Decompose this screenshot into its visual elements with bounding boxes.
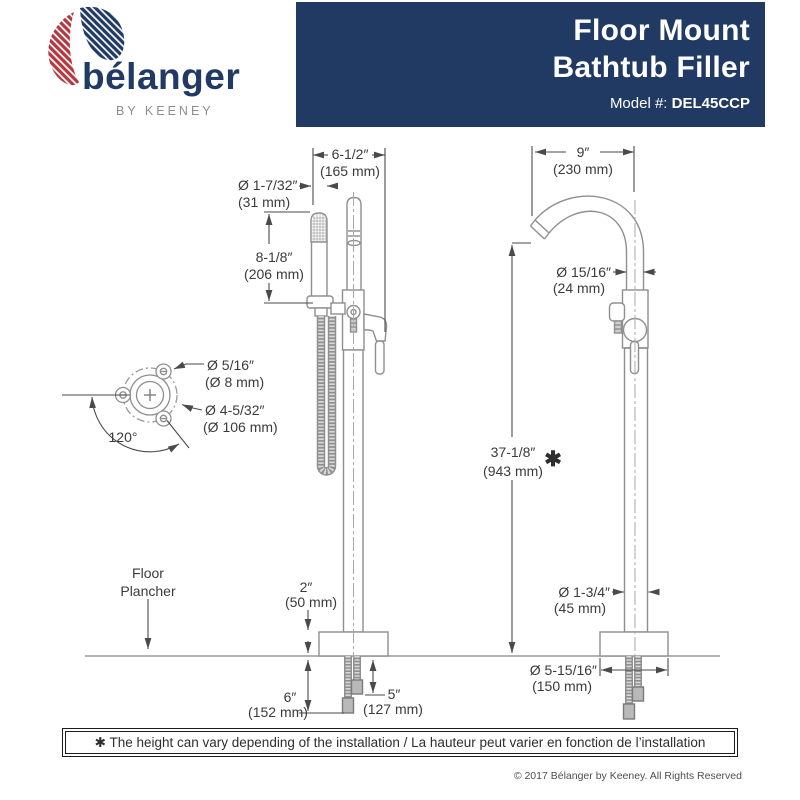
dim-overall-height-in: 37-1/8″ <box>491 444 536 460</box>
angle-dimension <box>62 361 204 453</box>
dim-flange-diameter-mm: (Ø 106 mm) <box>203 419 278 435</box>
dimensions <box>144 146 669 714</box>
dim-hose-long-mm: (152 mm) <box>248 704 308 720</box>
dim-column-diameter-mm: (45 mm) <box>554 600 606 616</box>
page-title-line1: Floor Mount <box>573 14 750 47</box>
model-line: Model #: DEL45CCP <box>296 95 750 112</box>
dim-column-diameter-in: Ø 1-3/4″ <box>558 584 610 600</box>
dim-handshower-length-mm: (206 mm) <box>244 266 304 282</box>
dim-spout-reach-mm: (230 mm) <box>553 161 613 177</box>
model-number: DEL45CCP <box>671 95 750 112</box>
logo-drop-navy <box>80 6 125 61</box>
height-note-marker: ✱ <box>544 448 562 471</box>
mounting-detail <box>62 361 204 453</box>
dim-handshower-diameter-mm: (31 mm) <box>238 194 290 210</box>
dimension-labels: 6-1/2″ (165 mm) Ø 1-7/32″ (31 mm) 8-1/8″… <box>109 144 613 720</box>
dim-hose-long-in: 6″ <box>284 689 297 705</box>
front-view <box>306 192 389 714</box>
brand-name: bélanger <box>82 56 241 97</box>
brand-tagline: BY KEENEY <box>116 104 214 118</box>
dim-base-diameter-in: Ø 5-15/16″ <box>530 662 597 678</box>
dim-hose-short-mm: (127 mm) <box>363 701 423 717</box>
sprayhead-hatch <box>312 214 327 241</box>
floor-label-en: Floor <box>132 565 164 581</box>
model-label: Model #: <box>609 95 672 112</box>
flange-leader <box>181 403 203 412</box>
dim-mounting-hole-mm: (Ø 8 mm) <box>205 374 264 390</box>
page-title-line2: Bathtub Filler <box>552 51 750 84</box>
dim-spout-spread-in: 6-1/2″ <box>332 146 369 162</box>
dim-hose-short-in: 5″ <box>388 686 401 702</box>
copyright: © 2017 Bélanger by Keeney. All Rights Re… <box>513 770 742 782</box>
footnote-text: ✱ The height can vary depending of the i… <box>65 731 735 754</box>
logo-drop-red <box>48 12 79 86</box>
dim-overall-height-mm: (943 mm) <box>483 463 543 479</box>
dim-flange-diameter-in: Ø 4-5/32″ <box>205 402 264 418</box>
hole-leader <box>173 361 204 370</box>
dim-base-height-mm: (50 mm) <box>285 594 337 610</box>
dim-mounting-hole-in: Ø 5/16″ <box>207 357 254 373</box>
brand-logo-icon <box>48 6 125 86</box>
dim-handshower-diameter-in: Ø 1-7/32″ <box>238 177 297 193</box>
floor-label-fr: Plancher <box>120 583 176 599</box>
footnote-box: ✱ The height can vary depending of the i… <box>62 728 738 757</box>
title-box: Floor Mount Bathtub Filler Model #: DEL4… <box>296 2 765 127</box>
dim-tube-diameter-in: Ø 15/16″ <box>556 264 611 280</box>
side-view <box>529 195 669 720</box>
dim-spout-spread-mm: (165 mm) <box>320 163 380 179</box>
dim-tube-diameter-mm: (24 mm) <box>553 280 605 296</box>
dim-base-height-in: 2″ <box>300 579 313 595</box>
dim-base-diameter-mm: (150 mm) <box>532 678 592 694</box>
dim-handshower-length-in: 8-1/8″ <box>256 249 293 265</box>
dim-spout-reach-in: 9″ <box>577 144 590 160</box>
dim-mounting-angle: 120° <box>109 429 138 445</box>
